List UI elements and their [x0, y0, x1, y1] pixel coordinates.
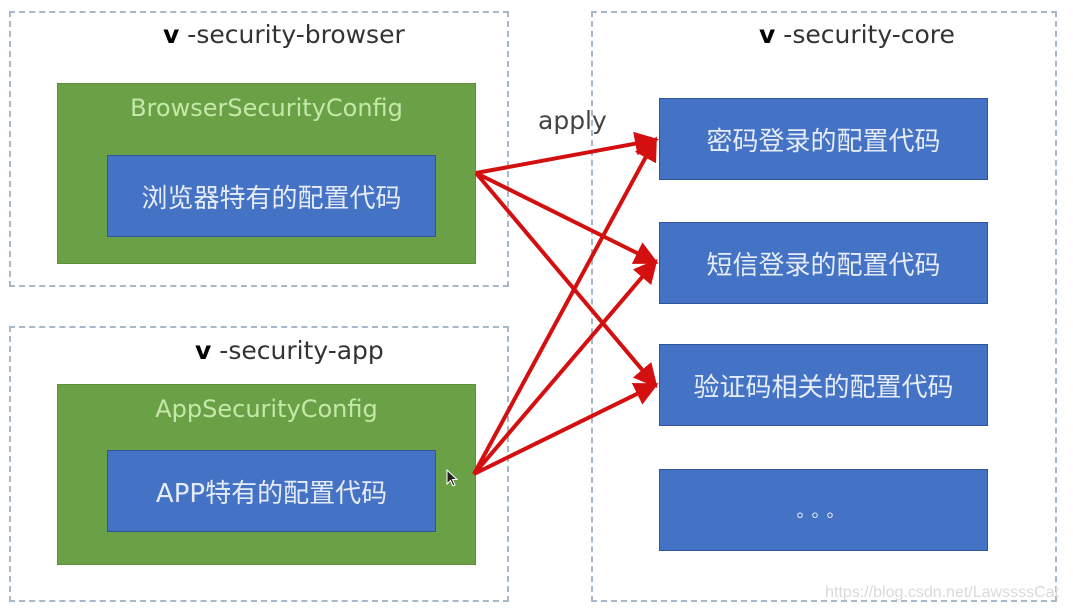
- core-item-label: 密码登录的配置代码: [706, 126, 941, 157]
- module-title-app: v-security-app: [195, 336, 384, 365]
- app-config-code-label: APP特有的配置代码: [155, 478, 388, 509]
- core-item-label: 验证码相关的配置代码: [693, 372, 954, 403]
- apply-arrow-browser-to-core-1: [475, 171, 659, 264]
- mouse-cursor-icon: [446, 469, 459, 487]
- module-security-app: [9, 326, 509, 602]
- module-title-core: v-security-core: [759, 20, 955, 49]
- apply-arrow-app-to-core-0: [472, 136, 657, 475]
- apply-arrow-app-to-core-1: [472, 258, 658, 476]
- apply-arrow-app-to-core-2: [473, 383, 659, 476]
- apply-label: apply: [538, 106, 607, 135]
- core-item-label: 。。。: [796, 501, 851, 522]
- browser-config-code-label: 浏览器特有的配置代码: [141, 183, 402, 214]
- core-item-sms-login: 短信登录的配置代码: [659, 222, 988, 304]
- watermark: https://blog.csdn.net/LawssssCat: [825, 584, 1059, 601]
- module-prefix: v: [759, 20, 776, 49]
- module-prefix: v: [163, 20, 180, 49]
- module-prefix: v: [195, 336, 212, 365]
- core-item-more: 。。。: [659, 469, 988, 551]
- core-item-password-login: 密码登录的配置代码: [659, 98, 988, 180]
- core-item-captcha: 验证码相关的配置代码: [659, 344, 988, 426]
- core-item-label: 短信登录的配置代码: [706, 250, 941, 281]
- module-security-browser: [9, 11, 509, 287]
- browser-config-code-box: 浏览器特有的配置代码: [107, 155, 436, 237]
- app-security-config-label: AppSecurityConfig: [155, 395, 378, 423]
- apply-arrow-browser-to-core-2: [474, 171, 658, 389]
- apply-arrow-browser-to-core-0: [475, 131, 659, 175]
- module-security-core: [591, 11, 1057, 602]
- browser-security-config-label: BrowserSecurityConfig: [130, 94, 403, 122]
- module-title-browser: v-security-browser: [163, 20, 405, 49]
- app-config-code-box: APP特有的配置代码: [107, 450, 436, 532]
